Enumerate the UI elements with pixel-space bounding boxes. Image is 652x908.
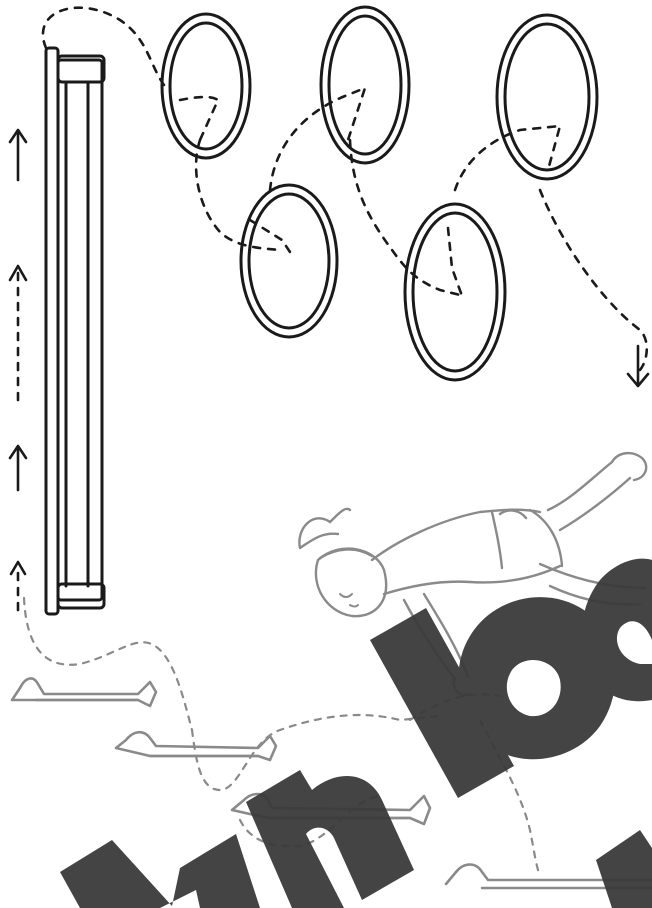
hurdle-icon (12, 678, 156, 706)
hoop-icon (241, 185, 337, 337)
hoops (162, 7, 597, 380)
watermark-icon (60, 559, 652, 908)
balance-beam-icon (46, 48, 104, 614)
arrow-up-icon (10, 130, 26, 180)
arrow-up-icon (11, 562, 25, 610)
arrow-down-icon (628, 346, 648, 386)
arrow-up-icon (10, 446, 26, 490)
hoop-icon (497, 15, 597, 179)
hoop-icon (321, 7, 409, 163)
hoop-icon (162, 14, 250, 158)
hoop-path (180, 88, 647, 370)
hoop-icon (405, 204, 505, 380)
path-arrows-left (10, 130, 26, 610)
arrow-up-icon (10, 266, 26, 400)
